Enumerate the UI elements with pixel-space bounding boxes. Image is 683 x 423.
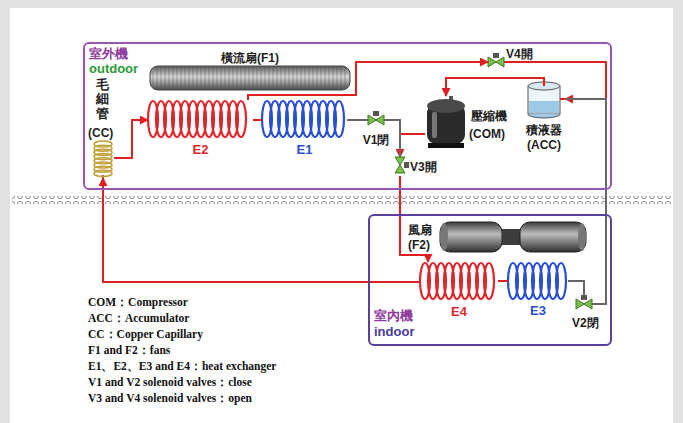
solenoid-valve: V4開 xyxy=(488,44,534,70)
part-label: 積液器 xyxy=(526,124,562,138)
key-line: V3 and V4 solenoid valves：open xyxy=(88,392,252,406)
valve-label: V2閉 xyxy=(572,317,599,331)
part-label: 風扇 xyxy=(408,224,432,238)
solenoid-valve: V2閉 xyxy=(572,296,600,332)
unit-heading: outdoor xyxy=(89,62,138,77)
heat-exchanger: E3 xyxy=(508,262,568,320)
key-line: V1 and V2 solenoid valves：close xyxy=(88,376,252,390)
part-label: E1 xyxy=(297,143,313,158)
unit-heading: indoor xyxy=(374,325,414,340)
cross-flow-fan xyxy=(150,66,350,90)
refrigerant-pipe xyxy=(253,119,262,121)
refrigerant-pipe xyxy=(568,281,584,296)
heat-exchanger: E1 xyxy=(262,100,347,159)
valve-label: V4開 xyxy=(506,48,533,62)
compressor-symbol xyxy=(427,96,465,148)
part-label: E2 xyxy=(193,143,209,158)
part-label: 毛細管 xyxy=(96,78,109,121)
heat-exchanger: E4 xyxy=(420,262,498,321)
part-code: (CC) xyxy=(88,127,113,141)
accumulator: 積液器(ACC) xyxy=(523,82,565,154)
key-line: ACC：Accumulator xyxy=(88,312,189,326)
part-code: (ACC) xyxy=(527,139,561,153)
pipe-stub xyxy=(103,62,603,304)
accumulator-symbol xyxy=(528,82,565,118)
refrigerant-pipe xyxy=(347,119,360,121)
unit-heading: 室外機 xyxy=(89,47,128,62)
refrigerant-pipe xyxy=(446,78,544,96)
valve-label: V3開 xyxy=(410,161,437,175)
indoor-fan xyxy=(440,222,586,252)
key-line: COM：Compressor xyxy=(88,296,188,310)
heat-exchanger: E2 xyxy=(148,100,253,159)
panel xyxy=(10,8,673,423)
refrigerant-pipe xyxy=(392,120,400,157)
wall-band xyxy=(12,196,671,204)
valve-label: V1閉 xyxy=(363,134,390,148)
refrigerant-pipe xyxy=(565,99,606,304)
refrigerant-pipe xyxy=(103,178,420,282)
key-line: CC：Copper Capillary xyxy=(88,328,203,342)
solenoid-valve: V3開 xyxy=(392,157,438,176)
part-code: (F2) xyxy=(408,239,430,253)
solenoid-valve: V1閉 xyxy=(360,112,392,149)
coil-windings xyxy=(94,101,566,299)
part-label: 壓縮機 xyxy=(471,110,507,124)
indoor-unit: 風扇(F2) E4 E3V2閉 室內機indoor xyxy=(368,214,612,346)
refrigerant-pipe xyxy=(248,62,488,100)
part-code: (COM) xyxy=(469,128,505,142)
key-line: F1 and F2：fans xyxy=(88,344,170,358)
part-label: 橫流扇(F1) xyxy=(221,52,279,66)
refrigerant-pipe xyxy=(400,134,425,157)
outdoor-unit: 橫流扇(F1) 毛細管 (CC) E2 E1 V4開 V1閉 V3開 壓縮機 (COM) 積液器(A… xyxy=(83,42,612,190)
cross-flow-fan: 橫流扇(F1) xyxy=(150,48,350,90)
indoor-fan: 風扇(F2) xyxy=(408,220,588,254)
part-label: E4 xyxy=(451,305,467,320)
solenoid-valve xyxy=(368,53,592,309)
copper-capillary: 毛細管 (CC) xyxy=(88,78,118,178)
unit-heading: 室內機 xyxy=(374,309,413,324)
compressor: 壓縮機 (COM) xyxy=(425,96,508,148)
refrigerant-pipe xyxy=(118,120,148,158)
part-label: E3 xyxy=(530,304,546,319)
refrigerant-pipe xyxy=(498,280,508,282)
key-line: E1、E2、E3 and E4：heat exchanger xyxy=(88,360,276,374)
